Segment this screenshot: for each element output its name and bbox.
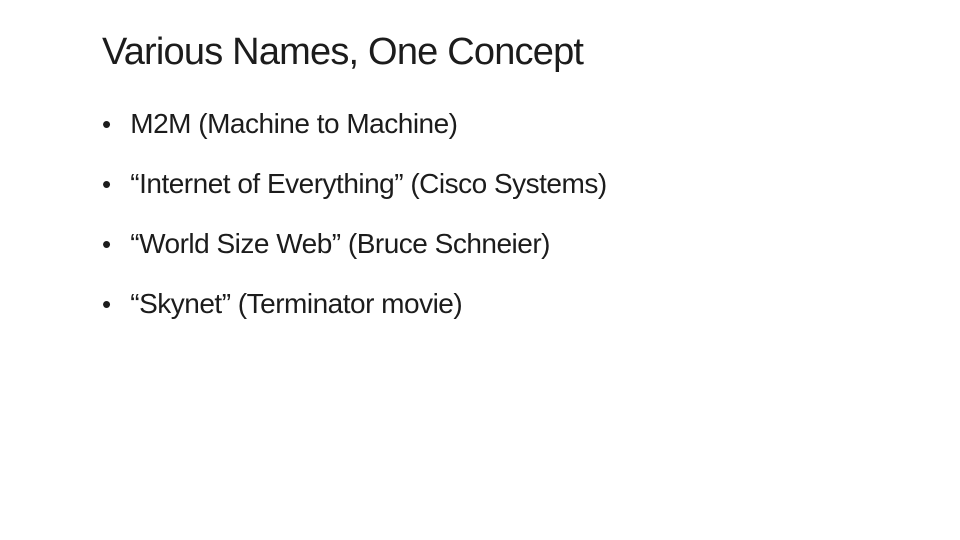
bullet-icon: • [102, 109, 111, 139]
bullet-text: “World Size Web” (Bruce Schneier) [130, 228, 550, 259]
list-item: • “Internet of Everything” (Cisco System… [102, 154, 607, 214]
bullet-text: “Internet of Everything” (Cisco Systems) [130, 168, 607, 199]
slide-title: Various Names, One Concept [102, 31, 584, 73]
bullet-icon: • [102, 169, 111, 199]
list-item: • M2M (Machine to Machine) [102, 94, 607, 154]
bullet-icon: • [102, 289, 111, 319]
bullet-icon: • [102, 229, 111, 259]
list-item: • “Skynet” (Terminator movie) [102, 274, 607, 334]
bullet-list: • M2M (Machine to Machine) • “Internet o… [102, 94, 607, 334]
list-item: • “World Size Web” (Bruce Schneier) [102, 214, 607, 274]
bullet-text: “Skynet” (Terminator movie) [130, 288, 463, 319]
bullet-text: M2M (Machine to Machine) [130, 108, 458, 139]
